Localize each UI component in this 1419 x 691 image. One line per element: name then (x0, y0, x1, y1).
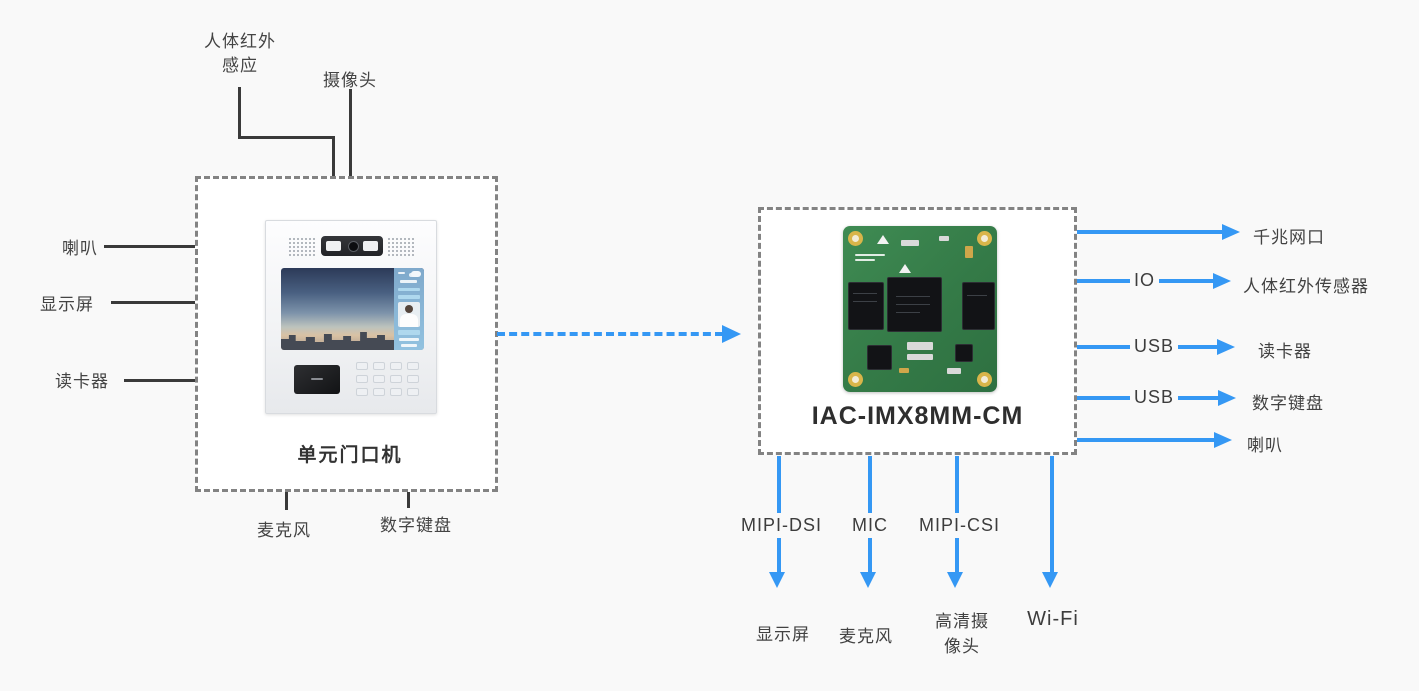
camera-module (321, 236, 383, 256)
arrowhead-icon (769, 572, 785, 588)
port-label-wifi: Wi-Fi (1027, 608, 1079, 630)
port-line-speaker (1077, 438, 1214, 442)
connector-infrared-h (238, 136, 335, 139)
port-line-ethernet (1077, 230, 1223, 234)
port-label-card-reader: 读卡器 (1258, 342, 1312, 361)
screen-sidebar (394, 268, 424, 350)
mounting-hole (977, 372, 992, 387)
flash-chip (962, 282, 995, 330)
mounting-hole (848, 231, 863, 246)
arrowhead-icon (1218, 390, 1236, 406)
silkscreen-triangle (899, 264, 911, 273)
callout-card-reader-label: 读卡器 (55, 372, 109, 391)
port-label-speaker: 喇叭 (1247, 436, 1283, 455)
arrowhead-icon (860, 572, 876, 588)
arrowhead-icon (1217, 339, 1235, 355)
arrowhead-icon (1222, 224, 1240, 240)
intercom-title: 单元门口机 (297, 445, 403, 466)
link-arrowhead-icon (722, 325, 741, 343)
port-label-hd-camera: 高清摄像头 (935, 612, 989, 656)
port-label-ethernet: 千兆网口 (1253, 228, 1325, 247)
bus-label-usb1: USB (1130, 336, 1179, 357)
link-dashed-line (497, 332, 723, 336)
card-reader-pad (294, 365, 340, 394)
silkscreen-triangle (877, 235, 889, 244)
camera-lens (348, 241, 359, 252)
arrowhead-icon (947, 572, 963, 588)
intercom-screen (281, 268, 424, 350)
port-label-display: 显示屏 (756, 625, 810, 644)
callout-keypad-label: 数字键盘 (380, 516, 452, 535)
bus-label-mipi-dsi: MIPI-DSI (736, 513, 828, 538)
connector-infrared-v1 (238, 87, 241, 138)
callout-speaker-label: 喇叭 (62, 239, 98, 258)
speaker-grille-right (387, 237, 415, 257)
port-label-infrared-sensor: 人体红外传感器 (1243, 277, 1369, 296)
bus-label-usb2: USB (1130, 387, 1179, 408)
ir-illuminator-left (326, 241, 341, 251)
bus-label-io: IO (1130, 270, 1160, 291)
arrowhead-icon (1042, 572, 1058, 588)
callout-infrared-label: 人体红外感应 (204, 32, 276, 75)
connector-camera (349, 89, 352, 240)
module-name: IAC-IMX8MM-CM (811, 402, 1024, 430)
ir-illuminator-right (363, 241, 378, 251)
numeric-keypad (356, 362, 420, 400)
intercom-device-image (265, 220, 437, 414)
port-line-wifi (1050, 456, 1054, 572)
arrowhead-icon (1214, 432, 1232, 448)
mounting-hole (848, 372, 863, 387)
visitor-photo (398, 302, 420, 327)
port-label-microphone: 麦克风 (839, 627, 893, 646)
callout-camera-label: 摄像头 (323, 71, 377, 90)
weather-cloud-icon (411, 271, 421, 277)
pmic-chip (867, 345, 892, 370)
bus-label-mic: MIC (847, 513, 893, 538)
screen-city-skyline (281, 332, 394, 350)
callout-microphone-label: 麦克风 (257, 521, 311, 540)
pcb-board-image (843, 226, 997, 392)
callout-display-label: 显示屏 (40, 295, 94, 314)
ram-chip (848, 282, 884, 330)
arrowhead-icon (1213, 273, 1231, 289)
bus-label-mipi-csi: MIPI-CSI (914, 513, 1006, 538)
port-label-keypad: 数字键盘 (1252, 394, 1324, 413)
speaker-grille-left (288, 237, 316, 257)
mounting-hole (977, 231, 992, 246)
cpu-chip (887, 277, 942, 332)
